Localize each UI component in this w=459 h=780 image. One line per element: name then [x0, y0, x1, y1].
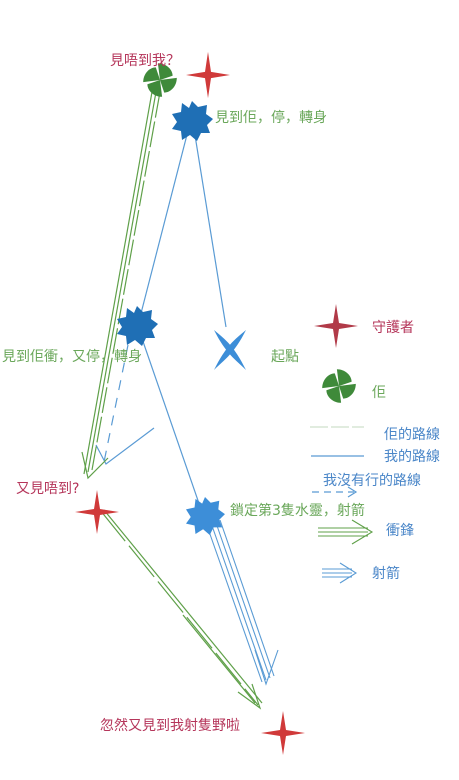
legend-my-path: 我的路線	[384, 449, 440, 465]
my-path-segment	[192, 122, 227, 328]
label-again-lost: 又見唔到?	[16, 481, 79, 497]
legend-charge: 衝鋒	[386, 523, 414, 539]
legend-his-path: 佢的路線	[384, 427, 440, 443]
my-untaken-path	[95, 344, 155, 465]
star-icon	[314, 304, 358, 348]
my-path-segment	[137, 326, 204, 516]
my-path-lines	[137, 122, 227, 516]
star-icon	[186, 51, 230, 99]
label-start: 起點	[271, 349, 299, 365]
star-icon	[261, 711, 305, 755]
legend-shoot-swatch	[322, 562, 358, 584]
legend-guardian: 守護者	[372, 320, 414, 336]
legend-him: 佢	[372, 385, 386, 401]
pinwheel-icon	[322, 369, 356, 403]
legend-charge-swatch	[318, 519, 374, 545]
label-saw-turn: 見到佢，停，轉身	[215, 109, 327, 126]
blob-icon	[117, 306, 158, 346]
x-mark-icon	[214, 330, 246, 370]
label-top-question: 見唔到我？	[110, 53, 180, 69]
label-lock-shoot: 鎖定第3隻水靈，射箭	[230, 502, 365, 519]
my-path-segment	[137, 122, 191, 326]
legend-untaken: 我沒有行的路線	[323, 472, 421, 489]
legend-untaken-swatch	[312, 486, 358, 498]
his-path-lines	[81, 91, 263, 710]
blob-icon	[172, 101, 213, 141]
star-icon	[75, 490, 119, 534]
blob-icon	[186, 497, 225, 535]
legend: 守護者 佢 佢的路線 我的路線 我沒有行的路線 衝鋒 射箭	[310, 304, 440, 584]
legend-shoot: 射箭	[372, 565, 400, 582]
my-arrow-volley	[204, 519, 279, 686]
label-final: 忽然又見到我射隻野啦	[100, 717, 240, 734]
label-saw-charge: 見到佢衝，又停，轉身	[2, 348, 142, 365]
